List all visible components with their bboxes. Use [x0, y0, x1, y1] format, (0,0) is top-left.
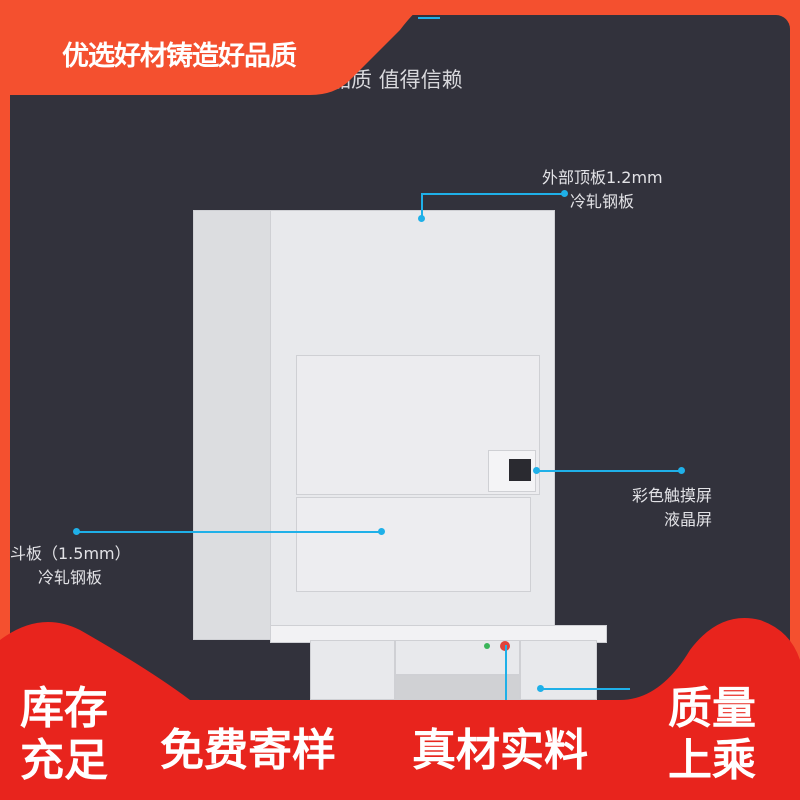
footer-free-sample: 免费寄样: [160, 725, 336, 776]
banner-shape: [0, 0, 430, 95]
touch-screen: [488, 450, 536, 492]
accent-line: [418, 17, 440, 19]
callout-touch-screen: 彩色触摸屏液晶屏: [632, 486, 713, 529]
footer-stock: 库存充足: [20, 683, 108, 786]
banner-title: 优选好材铸造好品质: [62, 41, 297, 72]
footer-real-material: 真材实料: [412, 725, 588, 776]
green-button: [484, 643, 490, 649]
footer-quality: 质量上乘: [668, 683, 756, 786]
callout-drawer-panel: 斗板（1.5mm）冷轧钢板: [10, 544, 131, 587]
